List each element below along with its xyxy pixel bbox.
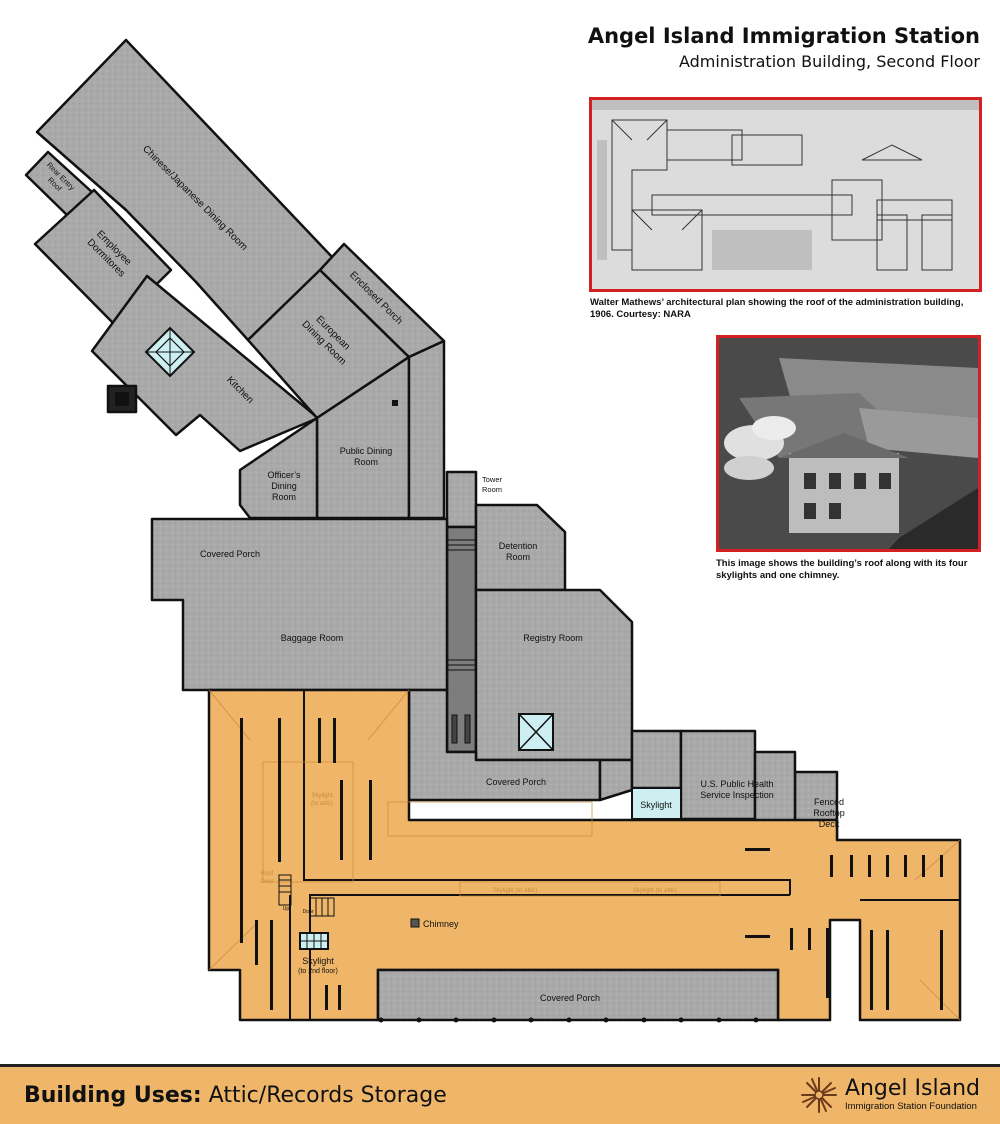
- building-uses-bar: Building Uses: Attic/Records Storage Ang…: [0, 1064, 1000, 1124]
- label-faint-skylight-attic-2: (to attic): [311, 801, 333, 807]
- chimney-inner: [115, 392, 129, 406]
- building-uses-label: Building Uses:: [24, 1083, 202, 1108]
- label-detention-2: Room: [506, 552, 530, 562]
- skylight-2nd-floor-icon: [299, 932, 329, 950]
- floor-plan: Chinese/Japanese Dining Room Rear Entry …: [24, 38, 962, 1023]
- label-officers-2: Dining: [271, 481, 297, 491]
- chimney-icon: [410, 918, 420, 928]
- label-tower-1: Tower: [482, 475, 503, 484]
- foundation-logo: Angel Island Immigration Station Foundat…: [799, 1075, 980, 1115]
- title-block: Angel Island Immigration Station Adminis…: [588, 24, 980, 71]
- label-public-dining-1: Public Dining: [340, 446, 393, 456]
- label-skylight-2nd-1: Skylight: [302, 956, 334, 966]
- room-covered-porch-baggage: [150, 517, 449, 692]
- corridor-northeast: [407, 339, 446, 520]
- label-fenced-3: Deck: [819, 819, 840, 829]
- label-health-1: U.S. Public Health: [700, 779, 773, 789]
- roof-photo-caption: This image shows the building’s roof alo…: [716, 558, 968, 581]
- label-public-dining-2: Room: [354, 457, 378, 467]
- skylight-box: [631, 787, 682, 820]
- room-kitchen: [90, 274, 320, 453]
- logo-subtitle: Immigration Station Foundation: [844, 1101, 977, 1112]
- page-subtitle: Administration Building, Second Floor: [678, 52, 980, 71]
- public-dining-chimney-icon: [392, 400, 398, 406]
- plan-caption: Walter Mathews’ architectural plan showi…: [590, 297, 964, 320]
- label-chimney: Chimney: [423, 919, 459, 929]
- stair-treads: [278, 539, 476, 917]
- label-detention-1: Detention: [499, 541, 538, 551]
- porch-posts: [378, 1017, 759, 1023]
- label-faint-door: Door: [303, 909, 314, 915]
- room-registry: [474, 588, 634, 762]
- storage-shelves: [240, 718, 943, 1010]
- room-upper-connector: [630, 729, 683, 790]
- label-skylight: Skylight: [640, 800, 672, 810]
- skylight-registry-icon: [518, 713, 554, 751]
- label-skylight-2nd-2: (to 2nd floor): [298, 968, 338, 975]
- label-tower-2: Room: [482, 485, 502, 494]
- label-fenced-2: Rooftop: [813, 808, 845, 818]
- label-faint-roof-1: Roof: [261, 871, 274, 877]
- label-covered-porch-bottom: Covered Porch: [540, 993, 600, 1003]
- building-uses-value: Attic/Records Storage: [208, 1083, 447, 1108]
- label-officers-1: Officer’s: [267, 470, 301, 480]
- skylight-kitchen-icon: [144, 326, 196, 378]
- label-faint-skylight-below-1: Skylight (to attic): [493, 888, 537, 894]
- room-public-health: [679, 729, 757, 821]
- roof-photo-image: [719, 338, 978, 549]
- flower-logo-icon: [800, 1077, 837, 1113]
- architectural-plan-photo: [589, 97, 982, 292]
- stair-column: [445, 525, 478, 754]
- logo-name: Angel Island: [844, 1076, 980, 1101]
- building-uses: Building Uses: Attic/Records Storage: [24, 1083, 447, 1108]
- room-covered-porch-mid: [407, 688, 602, 802]
- label-faint-up: Up: [283, 906, 290, 912]
- label-health-2: Service Inspection: [700, 790, 774, 800]
- room-covered-porch-bottom: [376, 968, 780, 1022]
- label-covered-porch-mid: Covered Porch: [486, 777, 546, 787]
- label-fenced-1: Fenced: [814, 797, 844, 807]
- label-officers-3: Room: [272, 492, 296, 502]
- room-small-connector: [598, 758, 634, 802]
- page-title: Angel Island Immigration Station: [587, 24, 980, 48]
- room-tower: [445, 470, 478, 529]
- room-detention: [474, 503, 567, 592]
- label-faint-skylight-attic-1: Skylight: [311, 793, 332, 799]
- label-registry: Registry Room: [523, 633, 583, 643]
- label-covered-porch-top: Covered Porch: [200, 549, 260, 559]
- label-faint-roof-2: Door: [260, 879, 273, 885]
- architectural-plan-drawing: [592, 100, 979, 289]
- label-faint-skylight-below-2: Skylight (to attic): [633, 888, 677, 894]
- label-baggage: Baggage Room: [281, 633, 344, 643]
- roof-photo: [716, 335, 981, 552]
